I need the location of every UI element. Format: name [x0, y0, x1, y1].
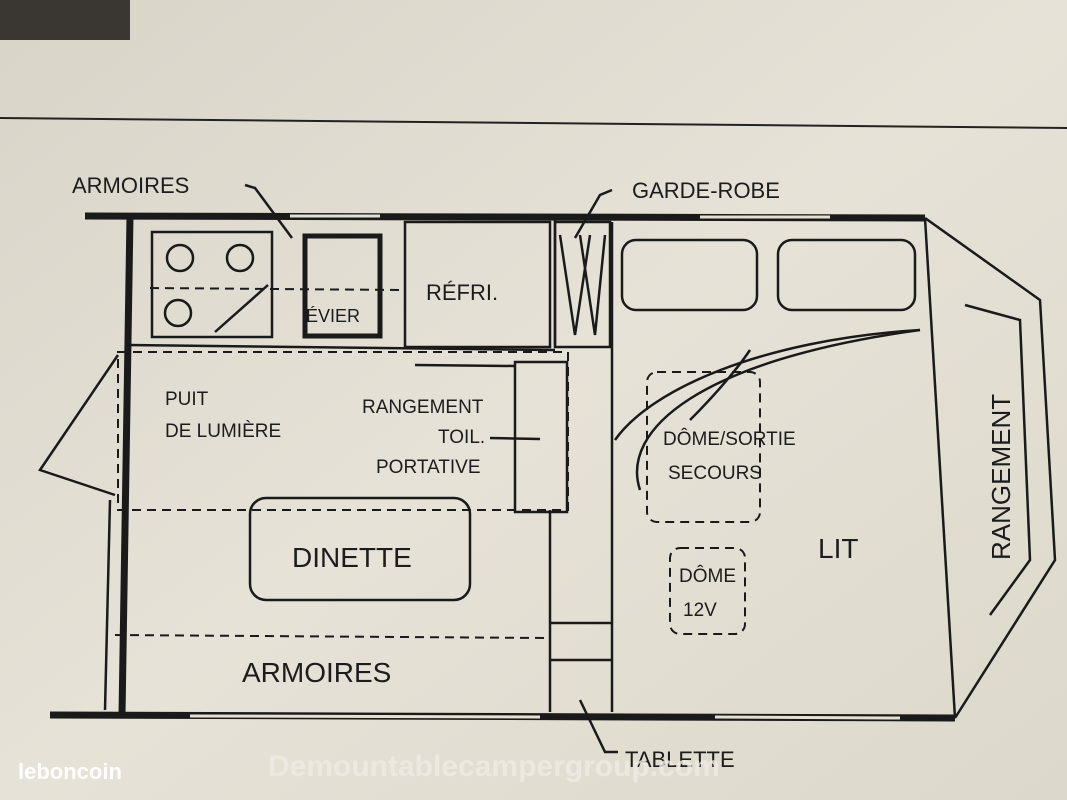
- stove-burner-icon: [163, 243, 269, 333]
- dinette: [114, 496, 546, 639]
- walls: [49, 212, 1057, 722]
- dinette-table: [248, 496, 472, 602]
- label-puit: PUIT: [165, 389, 209, 410]
- label-armoires-top: ARMOIRES: [72, 173, 189, 198]
- wardrobe: [553, 220, 612, 349]
- pillow: [620, 238, 759, 312]
- leboncoin-logo: leboncoin: [18, 759, 122, 784]
- label-dome-sortie-2: SECOURS: [668, 463, 762, 484]
- leader-line: [573, 188, 613, 239]
- bed: [613, 238, 921, 635]
- label-refri: RÉFRI.: [426, 280, 498, 305]
- label-dome-sortie: DÔME/SORTIE: [663, 428, 796, 450]
- kitchen: [127, 220, 612, 352]
- label-rangement-toil: RANGEMENT: [362, 397, 484, 418]
- sink-icon: [302, 233, 383, 339]
- label-rangement-toil-3: PORTATIVE: [376, 457, 481, 478]
- label-dinette: DINETTE: [292, 542, 412, 573]
- label-dome-12v: DÔME: [679, 565, 736, 587]
- label-garde-robe: GARDE-ROBE: [632, 178, 780, 203]
- dark-corner: [0, 0, 130, 40]
- label-evier: ÉVIER: [306, 306, 360, 326]
- middle-section: [38, 222, 614, 712]
- label-tablette: TABLETTE: [625, 747, 735, 772]
- pillow: [776, 238, 917, 312]
- label-lit: LIT: [818, 533, 858, 564]
- leader-line: [578, 699, 618, 754]
- label-dome-12v-2: 12V: [683, 600, 717, 621]
- label-rangement-toil-2: TOIL.: [438, 427, 485, 448]
- leader-line: [244, 183, 294, 239]
- top-rule: [0, 117, 1067, 129]
- label-armoires-bottom: ARMOIRES: [242, 657, 391, 688]
- label-puit-2: DE LUMIÈRE: [165, 421, 281, 442]
- watermark: Demountablecampergroup.com: [268, 750, 720, 783]
- label-rangement-side: RANGEMENT: [986, 394, 1016, 560]
